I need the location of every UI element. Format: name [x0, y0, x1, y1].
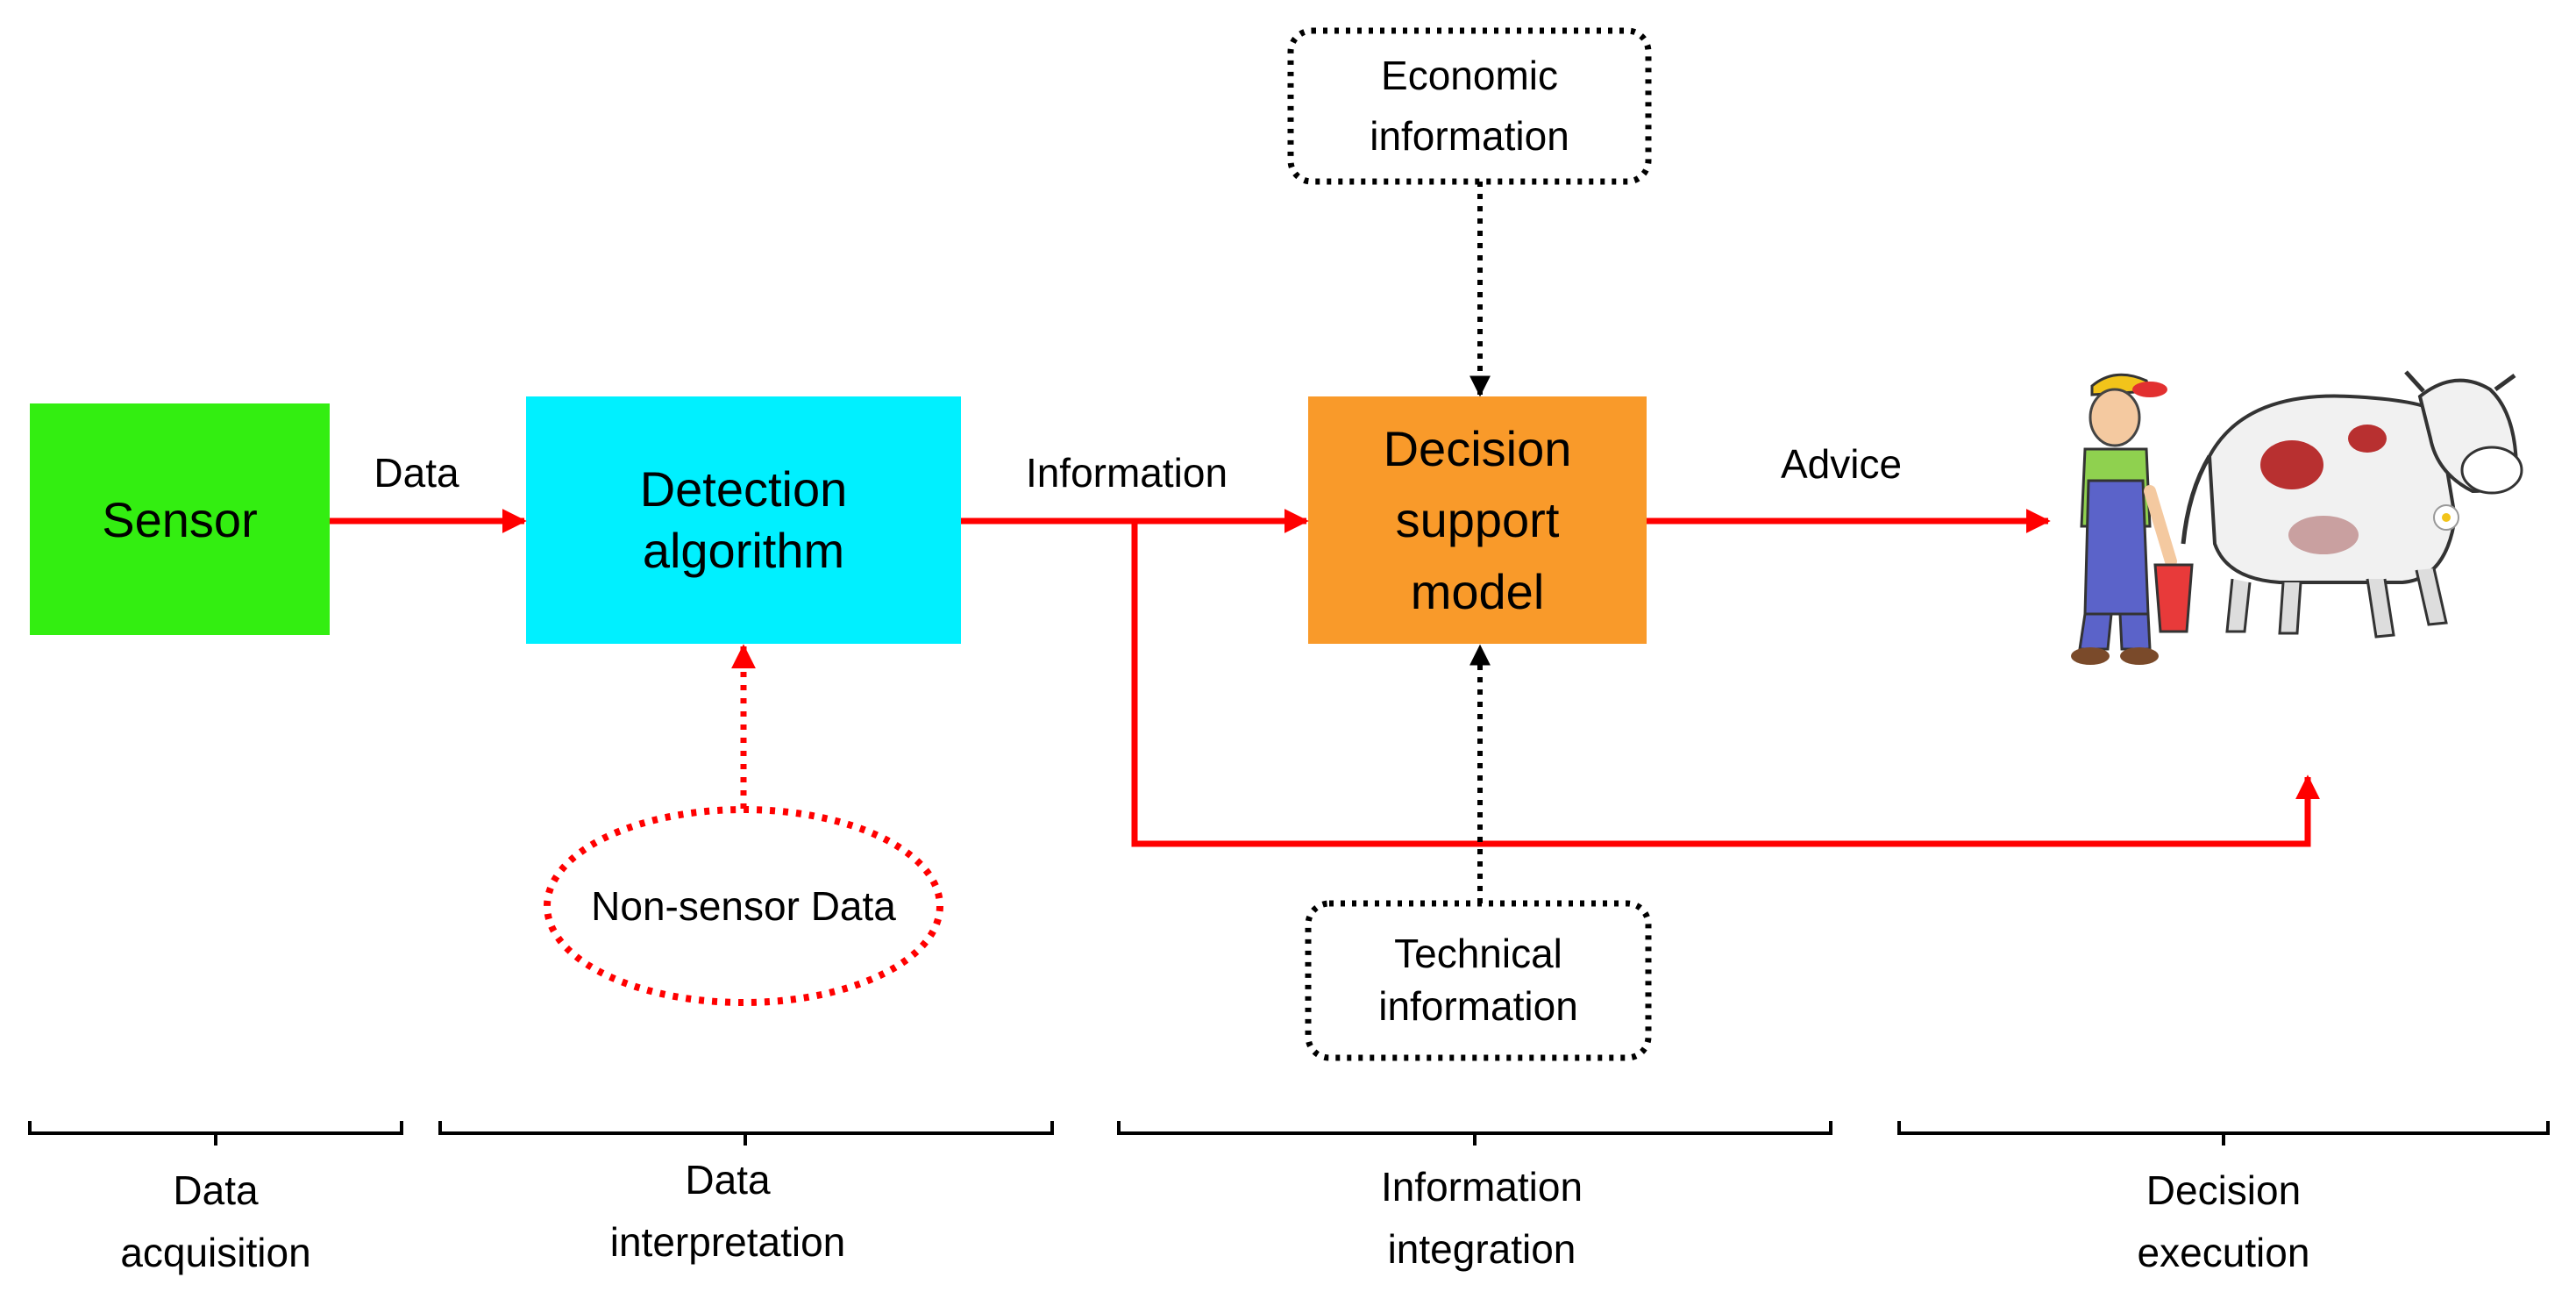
information-bypass-arrow [1131, 521, 2320, 847]
phase-information-integration: Information integration [1315, 1156, 1648, 1281]
phase-2-line-2: interpretation [609, 1219, 846, 1266]
detection-algorithm-box [526, 396, 961, 644]
phase-1-line-1: Data [173, 1167, 259, 1213]
phase-data-interpretation: Data interpretation [561, 1149, 894, 1274]
non-sensor-data-ellipse [544, 806, 943, 1006]
phase-2-line-1: Data [685, 1157, 771, 1203]
data-acquisition-bracket [28, 1121, 403, 1146]
information-edge-label: Information [1025, 450, 1228, 496]
phase-3-line-1: Information [1380, 1164, 1583, 1210]
sensor-box [30, 403, 330, 635]
farmer-and-cow-illustration [2071, 370, 2523, 665]
economic-line-2: information [1370, 113, 1569, 159]
non-sensor-data-label: Non-sensor Data [591, 883, 896, 929]
sensor-label: Sensor [102, 491, 258, 547]
detection-line-1: Detection [639, 461, 848, 517]
detection-algorithm-label: Detection algorithm [526, 396, 961, 644]
phase-4-line-1: Decision [2145, 1167, 2302, 1213]
detection-line-2: algorithm [642, 523, 845, 578]
decision-execution-bracket [1897, 1121, 2550, 1146]
technical-line-1: Technical [1394, 931, 1562, 977]
decision-line-3: model [1410, 563, 1545, 619]
decision-support-model-label: Decision support model [1308, 396, 1647, 644]
data-edge-label: Data [374, 450, 459, 496]
economic-information-label: Economic information [1291, 31, 1648, 182]
phase-data-acquisition: Data acquisition [84, 1160, 347, 1285]
decision-line-1: Decision [1383, 421, 1572, 477]
phase-3-line-2: integration [1387, 1226, 1576, 1273]
phase-1-line-2: acquisition [120, 1230, 311, 1276]
cow-figure [2181, 370, 2523, 639]
decision-line-2: support [1395, 492, 1560, 548]
phase-decision-execution: Decision execution [2083, 1160, 2364, 1285]
economic-information-box [1287, 27, 1652, 185]
economic-line-1: Economic [1381, 53, 1558, 98]
technical-information-label: Technical information [1308, 903, 1648, 1058]
technical-line-2: information [1378, 983, 1578, 1029]
farmer-figure [2071, 373, 2194, 665]
information-integration-bracket [1117, 1121, 1832, 1146]
data-interpretation-bracket [438, 1121, 1054, 1146]
phase-4-line-2: execution [2137, 1230, 2310, 1276]
advice-edge-label: Advice [1780, 441, 1903, 487]
decision-support-model-box [1308, 396, 1647, 644]
